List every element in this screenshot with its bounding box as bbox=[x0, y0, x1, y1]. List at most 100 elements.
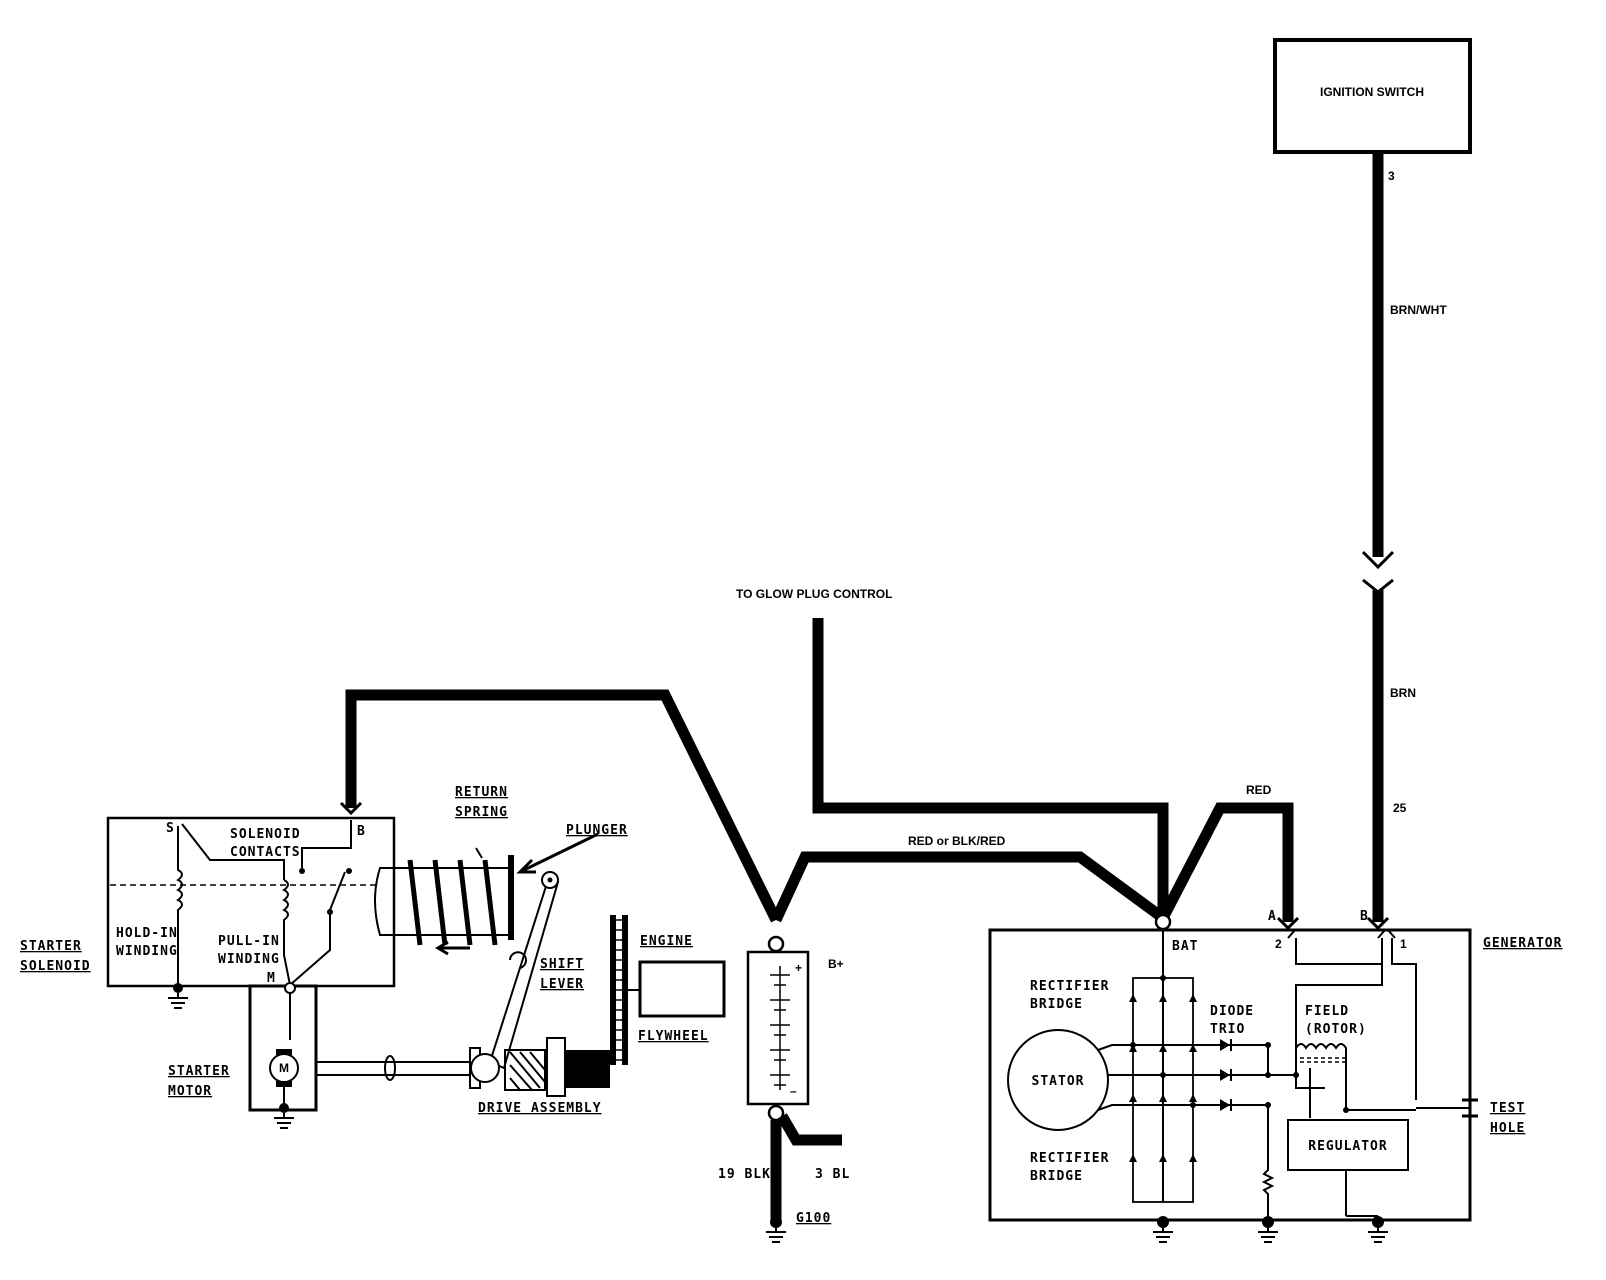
motor-symbol: M bbox=[279, 1061, 289, 1075]
drive-pivot bbox=[470, 1053, 500, 1083]
battery-b-plus-label: B+ bbox=[828, 957, 844, 971]
gen-field-left bbox=[1295, 1015, 1325, 1089]
rectifier-top-label-1: RECTIFIER bbox=[1030, 979, 1109, 994]
battery-positive-terminal bbox=[767, 935, 785, 953]
contact-b-lead bbox=[301, 820, 352, 868]
solenoid-s-lead bbox=[181, 823, 285, 880]
gen-field-feed bbox=[1295, 964, 1383, 1015]
motor-brush-bottom bbox=[276, 1081, 292, 1087]
solenoid-term-b: B bbox=[357, 824, 366, 839]
gen-pin-1: 1 bbox=[1400, 937, 1407, 951]
wire-19-blk-label: 19 BLK bbox=[718, 1167, 771, 1182]
battery-plus-sign: + bbox=[795, 961, 802, 975]
rectifier-bottom-label-2: BRIDGE bbox=[1030, 1169, 1083, 1184]
gen-bat-terminal bbox=[1154, 913, 1172, 931]
gen-pin-marks bbox=[1287, 929, 1396, 939]
contact-point-2 bbox=[346, 868, 352, 874]
battery-3bl-wire bbox=[777, 1113, 842, 1146]
diode-trio bbox=[1220, 1039, 1230, 1111]
gen-pin-2: 2 bbox=[1275, 937, 1282, 951]
diode-trio-label-2: TRIO bbox=[1210, 1022, 1245, 1037]
plunger-direction-arrow bbox=[435, 940, 470, 956]
gen-pin1-lead bbox=[1391, 938, 1417, 1100]
contact-point-1 bbox=[299, 868, 305, 874]
stator-label: STATOR bbox=[1032, 1074, 1085, 1089]
solenoid-term-m: M bbox=[267, 971, 276, 986]
battery-minus-sign: – bbox=[790, 1084, 797, 1098]
trio-node-1 bbox=[1265, 1042, 1271, 1048]
ignition-pin-3: 3 bbox=[1388, 169, 1395, 183]
pull-in-label-1: PULL-IN bbox=[218, 934, 280, 949]
battery-cells bbox=[770, 966, 790, 1090]
gen-ground-2 bbox=[1258, 1216, 1278, 1243]
g100-ground-symbol bbox=[766, 1216, 786, 1243]
starter-solenoid-label-2: SOLENOID bbox=[20, 959, 91, 974]
drive-clutch-hatch bbox=[509, 1051, 546, 1091]
wire-brn-wht-label: BRN/WHT bbox=[1390, 303, 1447, 317]
plunger-pointer-arrow bbox=[516, 832, 599, 874]
spring-pointer bbox=[475, 847, 483, 859]
stator-circle bbox=[1007, 1029, 1109, 1131]
plunger-plate bbox=[508, 855, 514, 940]
shift-lever-top-pin bbox=[547, 877, 553, 883]
shift-lever-pivot bbox=[509, 951, 527, 969]
hold-in-label-2: WINDING bbox=[116, 944, 178, 959]
starter-motor-label-1: STARTER bbox=[168, 1064, 230, 1079]
motor-ground-symbol bbox=[274, 1103, 294, 1129]
flywheel-tooth-lines bbox=[612, 919, 628, 1061]
glow-plug-label: TO GLOW PLUG CONTROL bbox=[736, 587, 892, 601]
ignition-switch-label: IGNITION SWITCH bbox=[1320, 85, 1424, 99]
connector-lower-chevron bbox=[1361, 550, 1395, 570]
gen-term-a-label: A bbox=[1268, 909, 1277, 924]
stator-lead-1 bbox=[1097, 1044, 1269, 1075]
shaft-coupling bbox=[384, 1055, 396, 1081]
contact-point-3 bbox=[327, 909, 333, 915]
wire-red-label: RED bbox=[1246, 783, 1272, 797]
red-wire-bat-to-a bbox=[1158, 802, 1294, 922]
field-coil bbox=[1295, 1043, 1347, 1110]
return-spring-label-1: RETURN bbox=[455, 785, 508, 800]
return-spring-label-2: SPRING bbox=[455, 805, 508, 820]
diode-trio-label-1: DIODE bbox=[1210, 1004, 1254, 1019]
solenoid-ground-symbol bbox=[168, 983, 188, 1009]
drive-pinion-collar bbox=[546, 1037, 566, 1097]
gen-b-chevron bbox=[1366, 916, 1390, 931]
pull-in-return bbox=[289, 912, 331, 986]
plunger-label: PLUNGER bbox=[566, 823, 628, 838]
solenoid-m-terminal bbox=[284, 982, 296, 994]
gen-bat-label: BAT bbox=[1172, 939, 1198, 954]
test-hole-label-1: TEST bbox=[1490, 1101, 1525, 1116]
g100-label: G100 bbox=[796, 1211, 831, 1226]
gen-ground-3 bbox=[1368, 1216, 1388, 1243]
regulator-label: REGULATOR bbox=[1308, 1139, 1387, 1154]
drive-pinion-gear bbox=[565, 1050, 610, 1088]
pull-in-winding bbox=[282, 879, 291, 986]
shift-lever-label-2: LEVER bbox=[540, 977, 584, 992]
field-label-1: FIELD bbox=[1305, 1004, 1349, 1019]
battery-to-gen-bat-wire bbox=[771, 851, 1167, 923]
rectifier-top-label-2: BRIDGE bbox=[1030, 997, 1083, 1012]
glow-plug-wire bbox=[812, 618, 1169, 918]
generator-box bbox=[988, 928, 1472, 1222]
test-hole-label-2: HOLE bbox=[1490, 1121, 1525, 1136]
hold-in-label-1: HOLD-IN bbox=[116, 926, 178, 941]
stator-lead-3 bbox=[1097, 1104, 1268, 1111]
pull-in-label-2: WINDING bbox=[218, 952, 280, 967]
circuit-25-label: 25 bbox=[1393, 801, 1407, 815]
hold-in-winding bbox=[176, 826, 183, 985]
gen-pin-bus-top bbox=[1295, 938, 1383, 965]
solenoid-contacts-label-1: SOLENOID bbox=[230, 827, 301, 842]
starter-b-chevron bbox=[339, 801, 363, 816]
gen-a-chevron bbox=[1276, 916, 1300, 931]
field-core bbox=[1300, 1057, 1346, 1063]
engine-box bbox=[638, 960, 726, 1018]
bridge-node-top bbox=[1160, 975, 1166, 981]
flywheel-label: FLYWHEEL bbox=[638, 1029, 709, 1044]
solenoid-term-s: S bbox=[166, 821, 175, 836]
bridge-resistor bbox=[1261, 1105, 1275, 1216]
gen-term-b-label: B bbox=[1360, 909, 1369, 924]
motor-shaft bbox=[316, 1061, 470, 1076]
starter-solenoid-label-1: STARTER bbox=[20, 939, 82, 954]
generator-label: GENERATOR bbox=[1483, 936, 1562, 951]
